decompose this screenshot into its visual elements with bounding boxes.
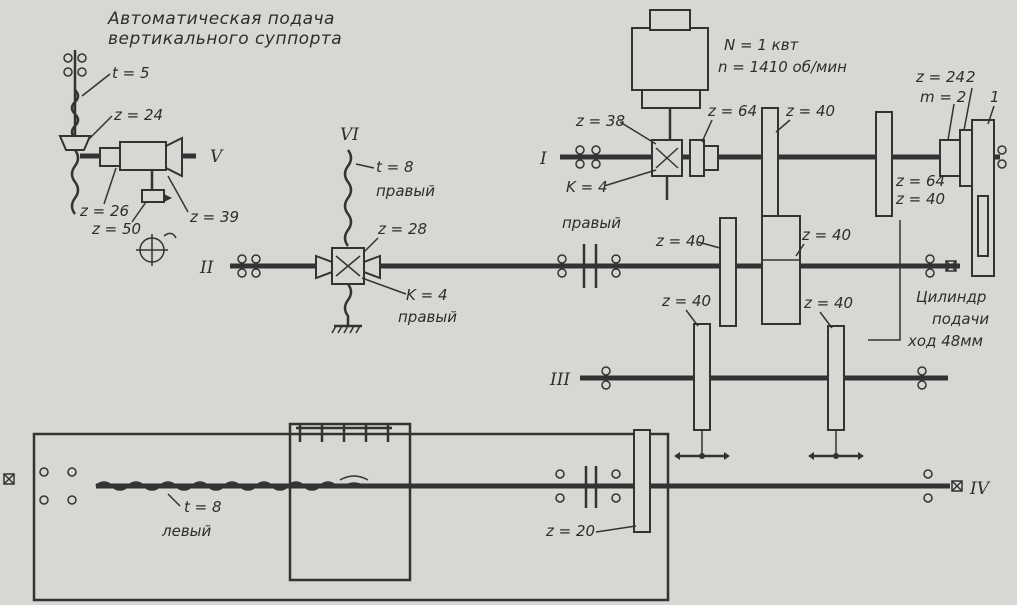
label-z26: z = 26 [79, 202, 129, 220]
shaft-II-right-end [925, 254, 957, 278]
label-cylinder-1: Цилиндр [916, 288, 986, 306]
label-m2: m = 2 [920, 88, 966, 106]
label-z40-d: z = 40 [801, 226, 851, 244]
label-pravyi-1: правый [376, 182, 435, 200]
label-z64-b: z = 64 [895, 172, 945, 190]
lead-screw-IV [95, 481, 337, 491]
shaft-II-clutch [557, 244, 621, 288]
label-t5: t = 5 [112, 64, 150, 82]
electric-motor [631, 9, 709, 140]
shaft-I-label: I [539, 149, 547, 169]
label-t8-top: t = 8 [376, 158, 414, 176]
label-pravyi-3: правый [562, 214, 621, 232]
label-z38: z = 38 [575, 112, 625, 130]
label-t8-bottom: t = 8 [184, 498, 222, 516]
motor-speed: n = 1410 об/мин [718, 58, 847, 76]
label-z24-right: z = 24 [915, 68, 965, 86]
feed-cylinder-assembly [939, 119, 1007, 277]
gear-z40-shaft-II-small [719, 217, 737, 327]
clutch-z64 [689, 139, 719, 177]
label-k4-top: K = 4 [566, 178, 607, 196]
shaft-VI-label: VI [340, 125, 359, 145]
shaft-III-bearings [601, 366, 927, 390]
shaft-V-label: V [210, 147, 224, 167]
label-z64-a: z = 64 [707, 102, 757, 120]
shaft-II-left-bearings [237, 254, 261, 278]
vertical-feed-assembly [58, 50, 196, 266]
gear-z40-shaft-II-wide [761, 215, 801, 325]
shaft-IV-right-end [923, 469, 963, 503]
worm-gear-z38 [651, 139, 683, 200]
label-z24-left: z = 24 [113, 106, 163, 124]
label-num1: 1 [990, 88, 1000, 106]
diagram-title-line1: Автоматическая подача [107, 9, 335, 29]
gear-z20 [633, 429, 651, 533]
shaft-III-label: III [549, 370, 570, 390]
shaft-II-label: II [199, 258, 214, 278]
label-z20: z = 20 [545, 522, 595, 540]
shaft-I-bearings [575, 145, 601, 169]
shaft-IV-left-bearings [3, 467, 77, 505]
label-z40-c: z = 40 [655, 232, 705, 250]
label-cylinder-3: ход 48мм [907, 332, 983, 350]
lead-screw-VI [343, 149, 353, 326]
carriage-block [288, 422, 412, 582]
motor-power: N = 1 квт [724, 36, 800, 54]
diagram-title-line2: вертикального суппорта [108, 29, 342, 49]
shaft-IV-clutch [555, 466, 621, 508]
shaft-IV-label: IV [969, 479, 991, 499]
gear-z40-shaft-I [761, 107, 779, 217]
label-num2: 2 [966, 68, 976, 86]
carriage-teeth [296, 424, 392, 442]
frame [32, 432, 670, 602]
worm-gear-z28 [315, 247, 381, 285]
gear-z40-right-shaft-I [875, 111, 893, 217]
label-cylinder-2: подачи [932, 310, 989, 328]
label-z40-e: z = 40 [661, 292, 711, 310]
label-levyi: левый [161, 522, 211, 540]
label-z40-a: z = 40 [785, 102, 835, 120]
label-z40-f: z = 40 [803, 294, 853, 312]
label-pravyi-2: правый [398, 308, 457, 326]
gear-z40-shaft-III-right [808, 325, 864, 460]
gear-z40-shaft-III-left [674, 323, 730, 460]
label-z50: z = 50 [91, 220, 141, 238]
label-k4-mid: K = 4 [406, 286, 447, 304]
label-z28: z = 28 [377, 220, 427, 238]
label-z39: z = 39 [189, 208, 239, 226]
label-z40-b: z = 40 [895, 190, 945, 208]
